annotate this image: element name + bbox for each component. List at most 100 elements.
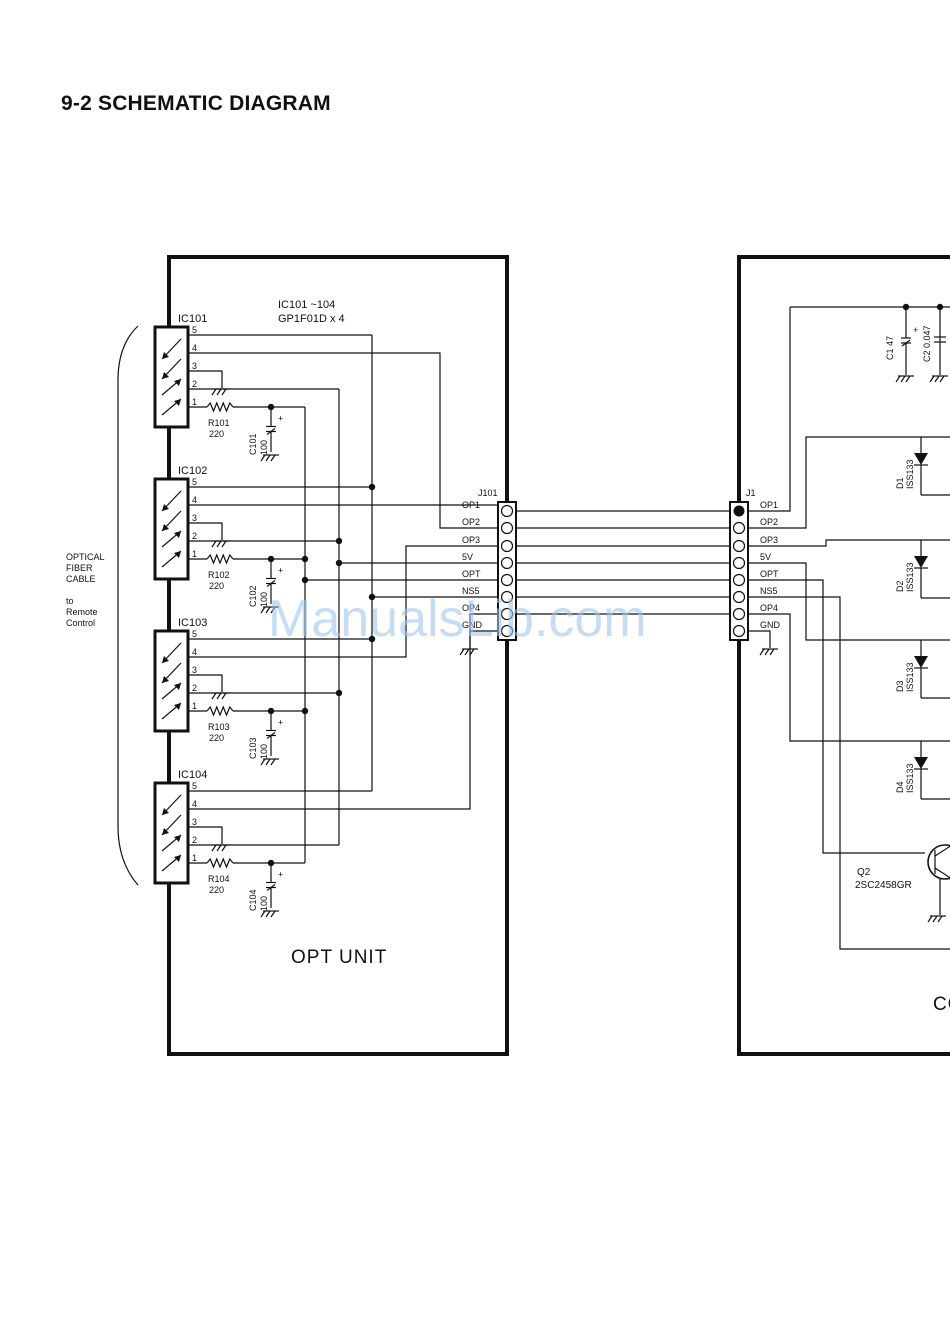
op2-wire — [188, 352, 498, 529]
ground-hatch — [260, 606, 266, 614]
cap-plus: + — [278, 870, 283, 880]
diode-part: ISS133 — [905, 763, 915, 793]
ic-pin-number: 5 — [192, 781, 197, 791]
arrow-icon — [174, 531, 181, 538]
ic-name: IC102 — [178, 465, 207, 477]
connector-pin-label: OP3 — [760, 535, 778, 545]
ground-hatch — [211, 692, 217, 700]
ic-pin-number: 1 — [192, 853, 197, 863]
junction-dot — [335, 689, 343, 697]
capacitor-value: 100 — [259, 896, 269, 911]
ground-hatch — [260, 758, 266, 766]
cap-plus: + — [278, 718, 283, 728]
cable-brace — [117, 325, 139, 886]
connector-pin — [500, 504, 514, 518]
capacitor-name: C101 — [248, 433, 258, 455]
ic-pin-number: 5 — [192, 325, 197, 335]
ic-pin-number: 3 — [192, 361, 197, 371]
connector-pin-label: OP4 — [462, 603, 480, 613]
transistor-collector — [934, 845, 950, 857]
ground-symbol — [260, 758, 279, 766]
connector-pin-label: NS5 — [462, 586, 480, 596]
j1-op4-wire — [748, 613, 921, 742]
ic-pin-number: 2 — [192, 683, 197, 693]
connector-pin — [732, 539, 746, 553]
ground-hatch — [932, 915, 938, 923]
optical-note-line-2: FIBER — [66, 563, 93, 573]
ground-hatch — [270, 454, 276, 462]
optical-note-line-5: to — [66, 596, 74, 606]
connector-body — [729, 501, 749, 641]
junction-dot — [301, 707, 309, 715]
capacitor-c1: + — [901, 307, 918, 375]
optical-note-line-1: OPTICAL — [66, 552, 105, 562]
ic-name: IC101 — [178, 313, 207, 325]
resistor-4 — [206, 857, 234, 869]
ground-symbol — [759, 648, 778, 656]
ground-symbol — [260, 454, 279, 462]
ground-hatch — [265, 454, 271, 462]
connector-pin — [732, 607, 746, 621]
ground-symbol — [929, 375, 948, 383]
ground-hatch — [216, 692, 222, 700]
ground-hatch — [937, 915, 943, 923]
ic-body — [153, 325, 190, 429]
capacitor-c2-label: C2 0.047 — [922, 325, 932, 362]
bus-layer — [188, 334, 498, 863]
connector-pin-label: OPT — [462, 569, 481, 579]
pin3-wire — [188, 522, 223, 540]
connector-pin-label: OP4 — [760, 603, 778, 613]
capacitor-value: 100 — [259, 744, 269, 759]
capacitor-name: C102 — [248, 585, 258, 607]
arrow-icon — [174, 399, 181, 406]
ground-hatch — [211, 388, 217, 396]
connector-pin-label: OP1 — [760, 500, 778, 510]
connector-pin-label: 5V — [462, 552, 473, 562]
capacitor-value: 100 — [259, 592, 269, 607]
ground-symbol — [895, 375, 914, 383]
op4-wire — [188, 613, 498, 810]
pin3-wire — [188, 826, 223, 844]
ground-hatch — [905, 375, 911, 383]
page-title: 9-2 SCHEMATIC DIAGRAM — [61, 92, 331, 115]
resistor-name: R103 — [208, 722, 230, 732]
ground-hatch — [265, 910, 271, 918]
ground-hatch — [221, 388, 227, 396]
optical-note-line-6: Remote — [66, 607, 98, 617]
ground-hatch — [934, 375, 940, 383]
resistor-3 — [206, 705, 234, 717]
transistor-name: Q2 — [857, 867, 871, 878]
j1-ns5-wire — [748, 596, 950, 950]
diode-triangle — [914, 556, 928, 568]
connector-name: J1 — [746, 488, 756, 498]
junction-dot — [335, 559, 343, 567]
junction-dot — [335, 537, 343, 545]
arrow-icon — [162, 828, 169, 835]
optical-note-line-3: CABLE — [66, 574, 96, 584]
resistor-name: R104 — [208, 874, 230, 884]
connector-pin-label: NS5 — [760, 586, 778, 596]
ground-hatch — [939, 375, 945, 383]
resistor-value: 220 — [209, 733, 224, 743]
ic-pin-number: 1 — [192, 397, 197, 407]
ground-hatch — [927, 915, 933, 923]
ground-hatch — [270, 910, 276, 918]
ground-symbol — [260, 910, 279, 918]
ground-hatch — [221, 540, 227, 548]
transistor-body — [927, 844, 950, 880]
ground-symbol — [211, 692, 230, 700]
ic-pin-number: 4 — [192, 495, 197, 505]
ground-hatch — [211, 844, 217, 852]
ground-hatch — [900, 375, 906, 383]
ic-body — [153, 781, 190, 885]
capacitor-c1-label: C1 47 — [885, 336, 895, 360]
capacitor-value: 100 — [259, 440, 269, 455]
ground-hatch — [211, 540, 217, 548]
arrow-icon — [162, 808, 169, 815]
ground-hatch — [769, 648, 775, 656]
